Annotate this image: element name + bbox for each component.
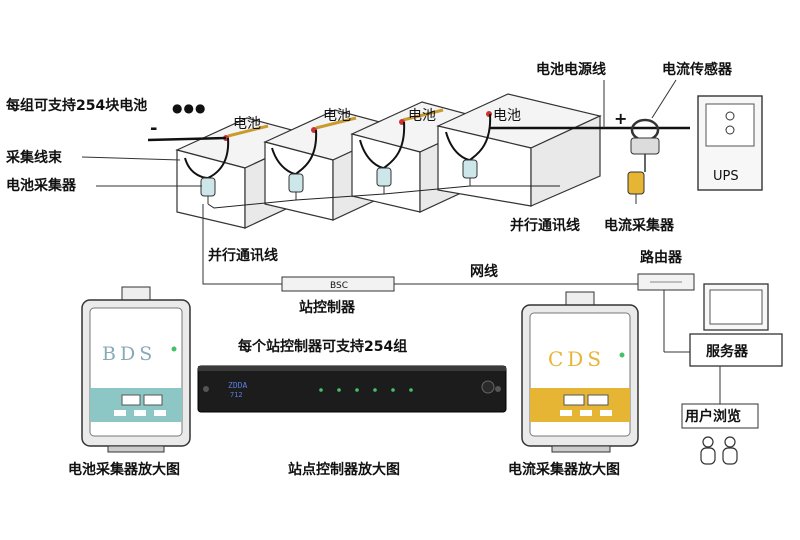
battery-label-4: 电池 — [493, 108, 521, 124]
user-browse: 用户浏览 — [681, 403, 759, 465]
parallel-comm-label-right: 并行通讯线 — [510, 217, 580, 234]
cds-enlarged: CDS — [521, 291, 639, 453]
bsc-box: BSC — [281, 276, 395, 292]
rack-brand: ZDDA — [228, 381, 247, 390]
per-station-label: 每个站控制器可支持254组 — [238, 338, 407, 355]
router-label: 路由器 — [640, 249, 683, 266]
link-bar-1 — [227, 124, 269, 138]
bds-caption: 电池采集器放大图 — [68, 461, 180, 478]
battery-label-3: 电池 — [408, 108, 436, 124]
server: 服务器 — [689, 283, 783, 367]
station-caption: 站点控制器放大图 — [288, 461, 400, 478]
ellipsis-dots: ●●● — [172, 101, 206, 115]
battery-collector-3 — [376, 167, 392, 194]
station-controller-rack: ZDDA 712 — [197, 365, 507, 413]
harness-label: 采集线束 — [5, 149, 63, 166]
link-bar-3 — [402, 108, 444, 122]
battery-label-1: 电池 — [233, 116, 261, 132]
bsc-label: BSC — [330, 281, 348, 291]
battery-collector-1 — [200, 177, 216, 204]
battery-collector-2 — [288, 173, 304, 200]
bds-enlarged: BDS — [81, 286, 191, 453]
per-group-label: 每组可支持254块电池 — [6, 97, 147, 114]
rack-model: 712 — [230, 391, 243, 399]
negative-lead — [147, 136, 227, 142]
battery-collector-4 — [462, 159, 478, 186]
battery-label-2: 电池 — [323, 108, 351, 124]
parallel-comm-label-left: 并行通讯线 — [208, 247, 278, 264]
cds-device-label: CDS — [548, 347, 605, 371]
power-line-label: 电池电源线 — [536, 61, 606, 78]
negative-sign: - — [150, 118, 157, 139]
positive-sign: + — [614, 109, 627, 128]
battery-string — [147, 93, 690, 229]
network-line-label: 网线 — [470, 263, 498, 280]
ups-unit: UPS — [697, 95, 763, 191]
user-icon — [700, 436, 738, 465]
user-browse-label: 用户浏览 — [685, 408, 741, 425]
station-controller-label: 站控制器 — [299, 299, 356, 316]
current-sensor-label: 电流传感器 — [662, 61, 733, 78]
battery-collector-label: 电池采集器 — [6, 177, 77, 194]
bds-device-label: BDS — [102, 343, 156, 365]
router — [637, 273, 695, 291]
cds-caption: 电流采集器放大图 — [508, 461, 620, 478]
current-collector-small — [627, 171, 645, 204]
server-label: 服务器 — [706, 343, 749, 360]
current-sensor — [630, 118, 660, 172]
current-collector-label: 电流采集器 — [604, 217, 675, 234]
ups-label: UPS — [713, 169, 739, 184]
link-bar-2 — [315, 116, 357, 130]
